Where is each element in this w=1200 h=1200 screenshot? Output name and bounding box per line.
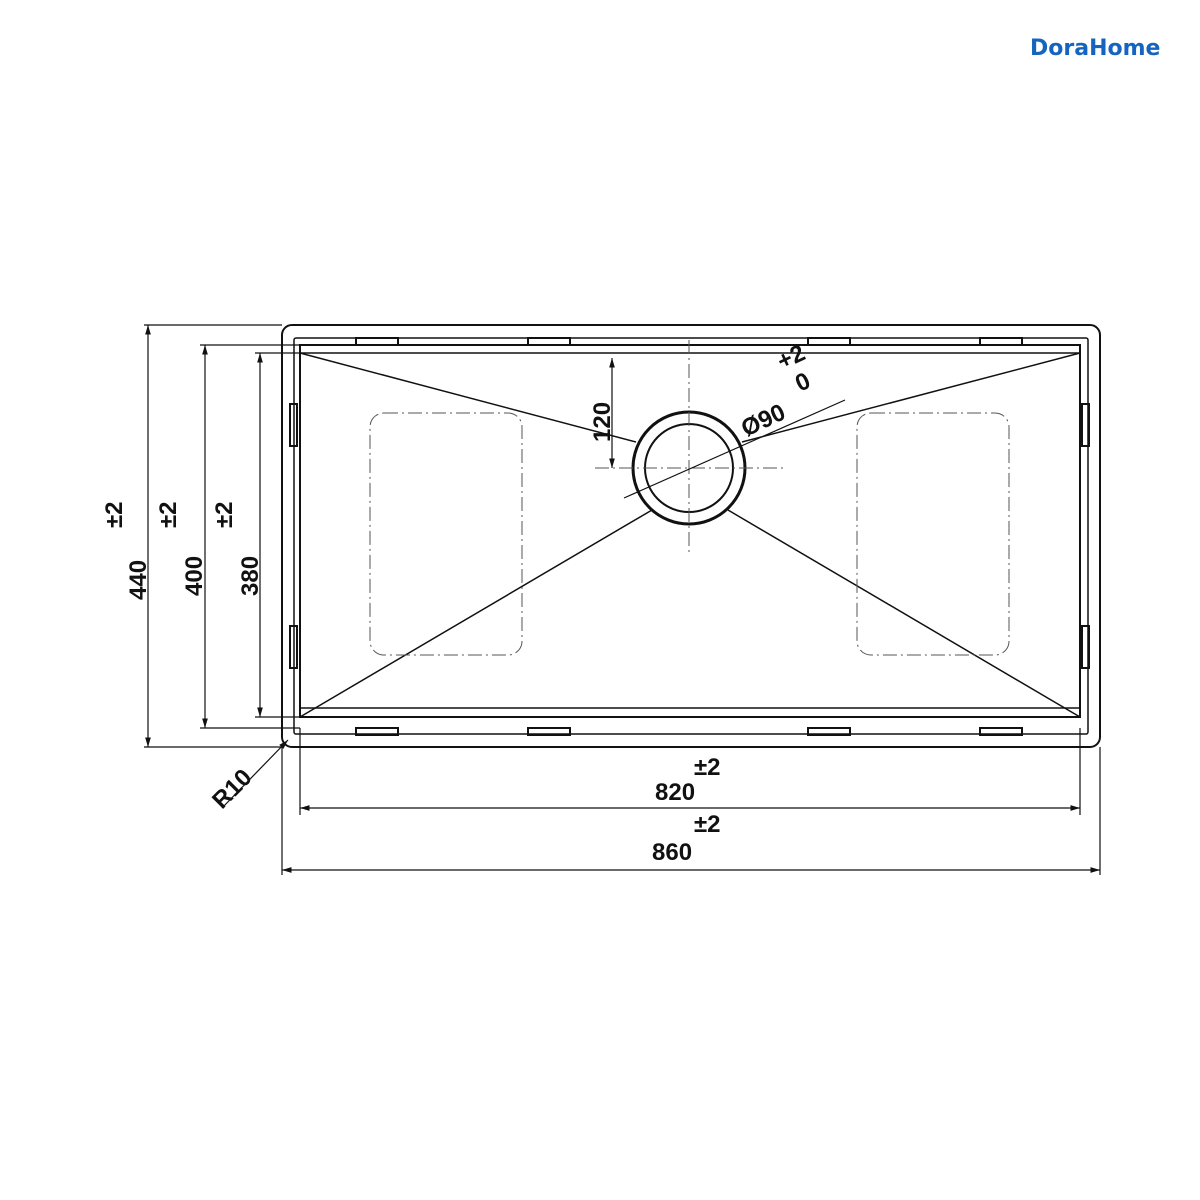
brand-logo: DoraHome (1030, 36, 1161, 61)
left-recess (369, 412, 523, 656)
dim-860-tol: ±2 (694, 811, 721, 838)
dim-380-tol: ±2 (211, 501, 238, 528)
dim-820: 820 (655, 779, 695, 806)
dim-r10: R10 (207, 764, 257, 814)
dim-400: 400 (181, 556, 208, 596)
dim-120: 120 (589, 402, 616, 442)
dim-440: 440 (125, 560, 152, 600)
inner-rim (293, 337, 1089, 735)
bowl-outline (299, 344, 1081, 718)
dim-440-tol: ±2 (101, 501, 128, 528)
dim-860: 860 (652, 839, 692, 866)
dim-380: 380 (237, 556, 264, 596)
dim-820-tol: ±2 (694, 754, 721, 781)
right-recess (856, 412, 1010, 656)
dim-400-tol: ±2 (155, 501, 182, 528)
outer-rim (281, 324, 1101, 748)
dim-drain-tol-zero: 0 (791, 367, 815, 397)
